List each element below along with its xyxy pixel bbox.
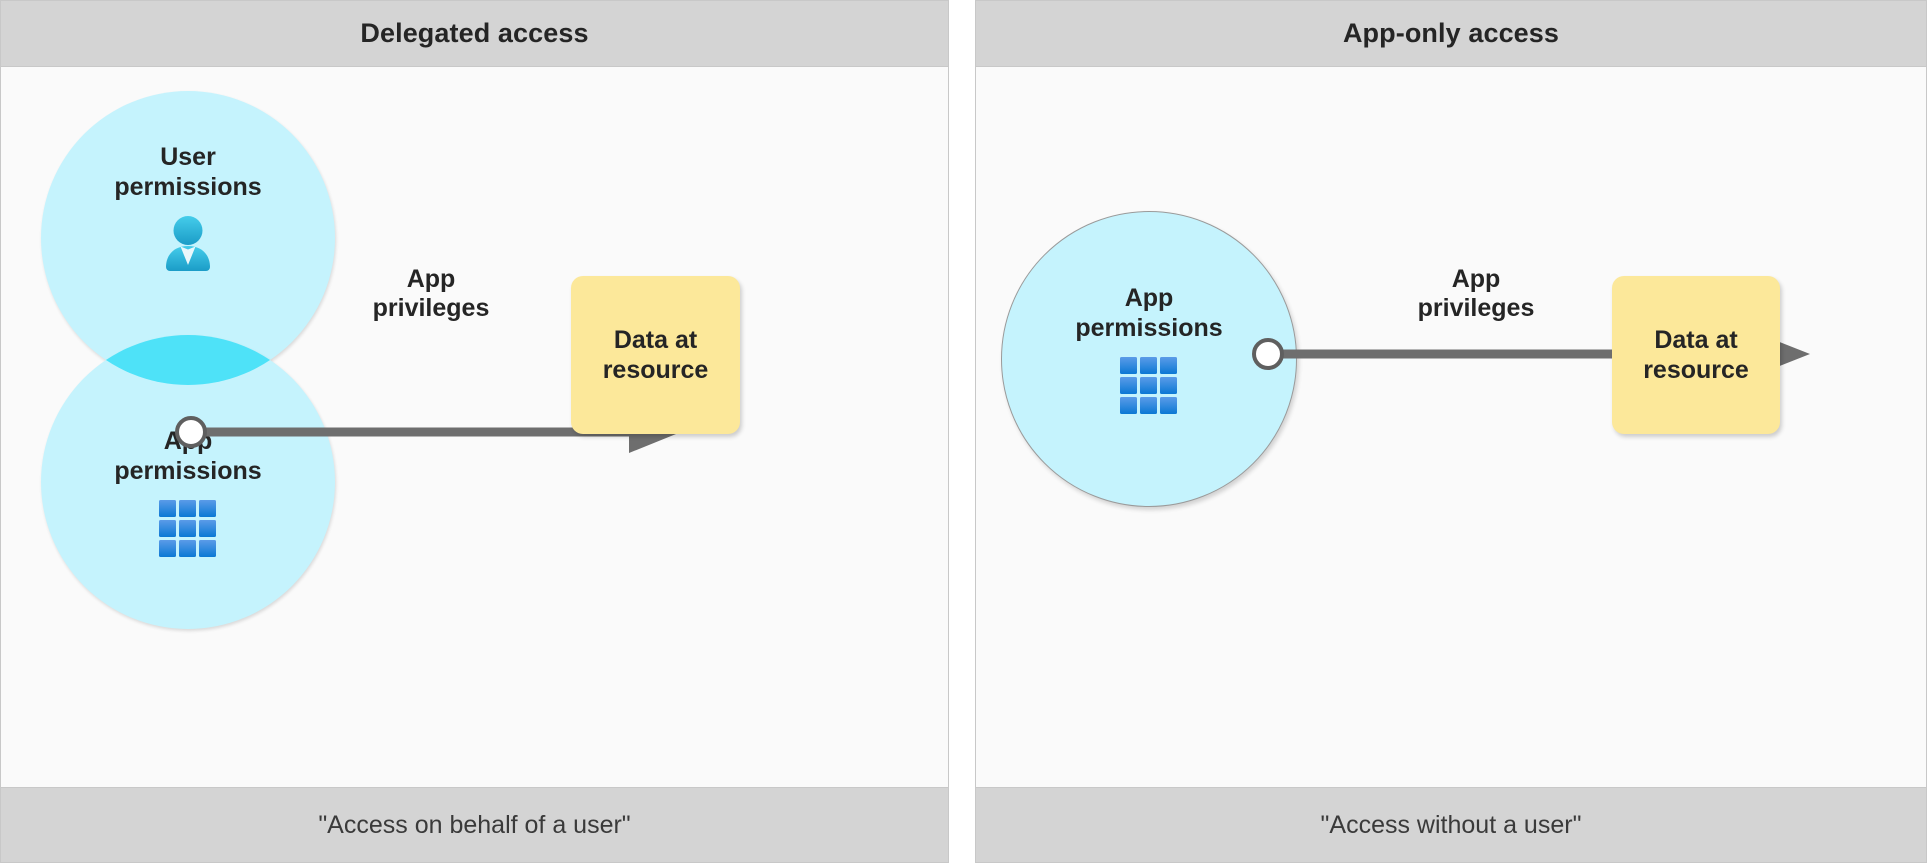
panel-header-app-only: App-only access [976, 1, 1926, 67]
circle-user-permissions-content: User permissions [41, 143, 335, 272]
resource-box-label: Data at resource [1643, 325, 1749, 385]
panel-header-delegated: Delegated access [1, 1, 948, 67]
resource-box-delegated: Data at resource [571, 276, 740, 434]
panel-footer-delegated: "Access on behalf of a user" [1, 787, 948, 862]
panel-body-delegated: User permissions [1, 67, 948, 787]
circle-app-permissions-label: App permissions [114, 427, 262, 485]
circle-app-permissions-only-content: App permissions [1002, 284, 1296, 415]
resource-box-app-only: Data at resource [1612, 276, 1780, 434]
app-grid-icon [1120, 357, 1177, 414]
resource-box-label: Data at resource [602, 325, 709, 385]
circle-app-permissions: App permissions [41, 335, 335, 629]
panel-title-delegated: Delegated access [360, 18, 589, 48]
app-privileges-label: App privileges [1417, 265, 1535, 322]
panel-body-app-only: App permissions [976, 67, 1926, 787]
app-privileges-label: App privileges [372, 265, 490, 322]
panel-footer-app-only: "Access without a user" [976, 787, 1926, 862]
user-icon [166, 216, 210, 271]
panel-app-only-access: App-only access App permissions [975, 0, 1927, 863]
circle-app-permissions-only: App permissions [1001, 211, 1297, 507]
app-grid-icon [159, 500, 216, 557]
circle-app-permissions-content: App permissions [41, 427, 335, 558]
circle-user-permissions-label: User permissions [114, 143, 262, 201]
panel-title-app-only: App-only access [1342, 18, 1560, 48]
panel-delegated-access: Delegated access User permissions [0, 0, 949, 863]
panel-caption-app-only: "Access without a user" [1320, 810, 1582, 839]
circle-app-permissions-only-label: App permissions [1075, 284, 1223, 342]
panel-caption-delegated: "Access on behalf of a user" [318, 810, 631, 839]
